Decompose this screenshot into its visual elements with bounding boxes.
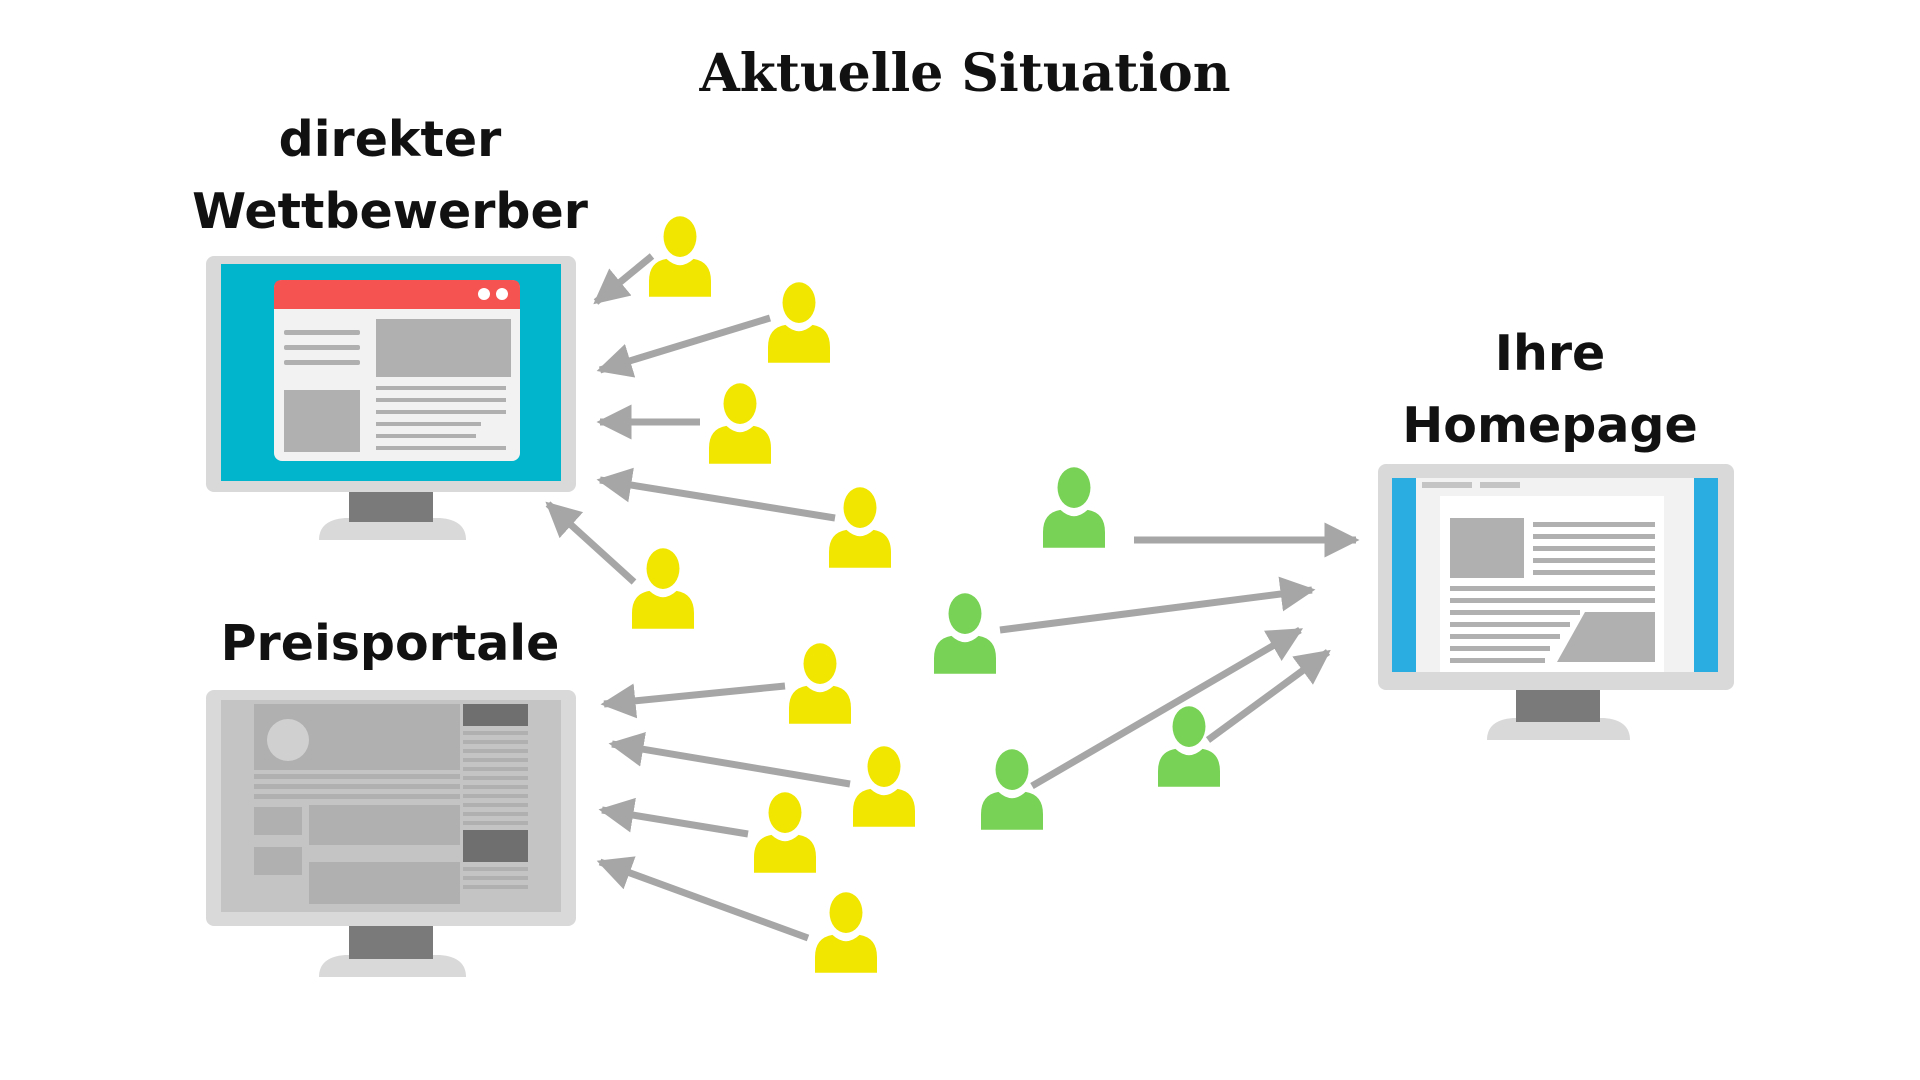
person-icon — [709, 383, 771, 464]
person-icon — [649, 216, 711, 297]
person-icon — [981, 749, 1043, 830]
person-icon — [1158, 706, 1220, 787]
arrow-5 — [545, 501, 637, 585]
arrow-8 — [598, 797, 749, 838]
arrows-to-competitor — [545, 253, 836, 585]
arrow-11 — [999, 576, 1316, 634]
lost-visitors — [632, 216, 915, 973]
person-icon — [934, 593, 996, 674]
portals-monitor-icon — [206, 690, 576, 977]
homepage-monitor-icon — [1378, 464, 1734, 740]
arrow-1 — [593, 253, 655, 305]
label-homepage: Ihre Homepage — [1310, 318, 1790, 462]
person-icon — [853, 746, 915, 827]
person-icon — [1043, 467, 1105, 548]
person-icon — [768, 282, 830, 363]
arrow-7 — [608, 731, 851, 788]
label-homepage-line-1: Ihre — [1494, 325, 1606, 382]
arrows-to-portals — [596, 682, 851, 942]
won-visitors — [934, 467, 1220, 830]
label-competitor: direkter Wettbewerber — [150, 104, 630, 248]
person-icon — [754, 792, 816, 873]
label-competitor-line-1: direkter — [278, 111, 502, 168]
competitor-monitor-icon — [206, 256, 576, 540]
person-icon — [632, 548, 694, 629]
arrow-12 — [1030, 626, 1304, 790]
arrow-9 — [596, 856, 810, 942]
label-homepage-line-2: Homepage — [1402, 397, 1698, 454]
arrow-2 — [596, 314, 772, 378]
arrows-to-homepage — [999, 522, 1360, 790]
person-icon — [829, 487, 891, 568]
arrow-6 — [600, 682, 786, 719]
arrow-13 — [1205, 649, 1331, 743]
label-portals: Preisportale — [220, 615, 560, 672]
diagram-title: Aktuelle Situation — [699, 43, 1231, 104]
person-icon — [815, 892, 877, 973]
label-competitor-line-2: Wettbewerber — [192, 183, 588, 240]
arrow-4 — [596, 467, 836, 522]
person-icon — [789, 643, 851, 724]
